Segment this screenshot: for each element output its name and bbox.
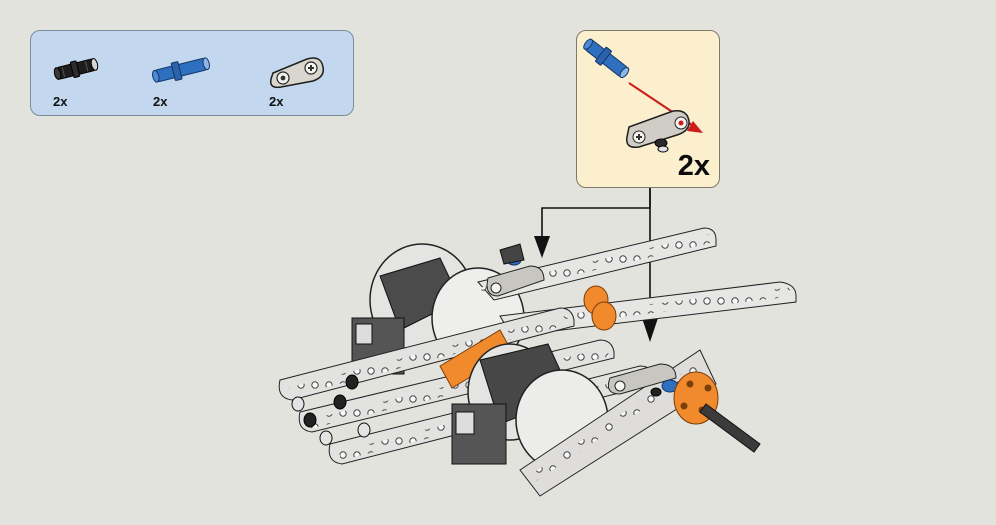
parts-list-panel: 2x 2x 2x <box>30 30 354 116</box>
left-black-pins <box>291 374 371 446</box>
part-quantity: 2x <box>153 94 168 109</box>
subassembly-callout: 2x <box>576 30 720 188</box>
black-friction-pin-icon <box>53 58 99 80</box>
part-quantity: 2x <box>53 94 68 109</box>
part-quantity: 2x <box>269 94 284 109</box>
callout-illustration <box>583 38 703 153</box>
gray-connector-block-icon <box>626 109 690 153</box>
callout-quantity: 2x <box>677 150 710 182</box>
placement-arrow-icon <box>534 236 550 258</box>
front-connector-with-pin <box>607 363 679 397</box>
gray-connector-block-icon <box>269 57 325 89</box>
orange-bushes <box>439 285 617 389</box>
front-motor <box>451 343 717 497</box>
back-motor <box>351 243 525 375</box>
blue-axle-pin-icon <box>583 38 630 79</box>
back-connector-with-pin <box>486 243 545 297</box>
placement-guide-lines <box>541 188 651 330</box>
blue-axle-pin-icon <box>152 57 210 83</box>
placement-arrow-icon <box>642 318 658 342</box>
front-hub-with-axle <box>673 371 761 453</box>
long-beams <box>278 227 797 465</box>
